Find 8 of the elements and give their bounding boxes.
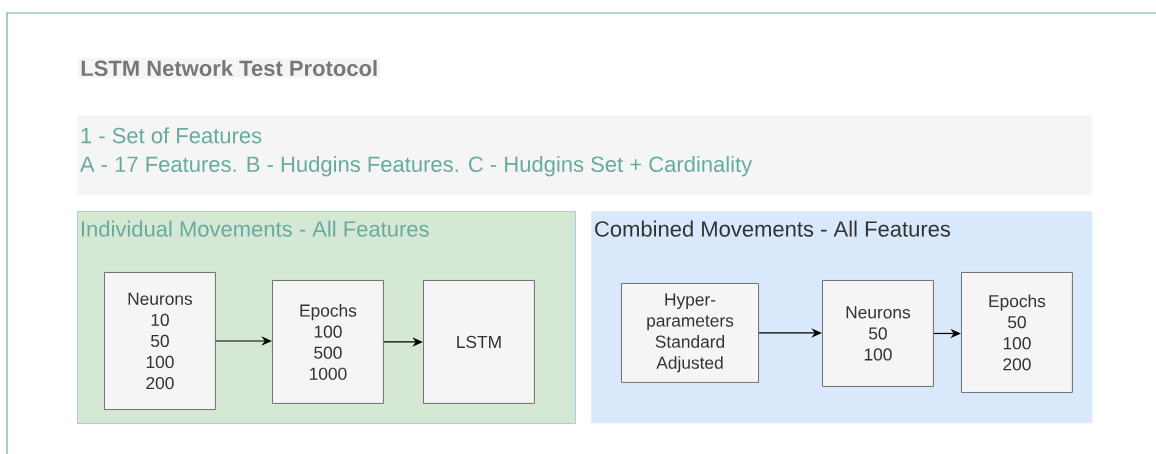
feature-band: 1 - Set of Features A - 17 Features. B - Hudgins Features. C - Hudgins Set + Cardinality — [77, 115, 1093, 196]
process-box: Epochs 100 500 1000 — [272, 280, 384, 404]
title: LSTM Network Test Protocol — [78, 57, 381, 79]
process-box: LSTM — [423, 280, 535, 404]
process-box: Hyper- parameters Standard Adjusted — [621, 283, 759, 383]
process-box: Epochs 50 100 200 — [961, 272, 1073, 393]
process-box: Neurons 50 100 — [822, 280, 934, 387]
process-box: Neurons 10 50 100 200 — [104, 272, 216, 410]
